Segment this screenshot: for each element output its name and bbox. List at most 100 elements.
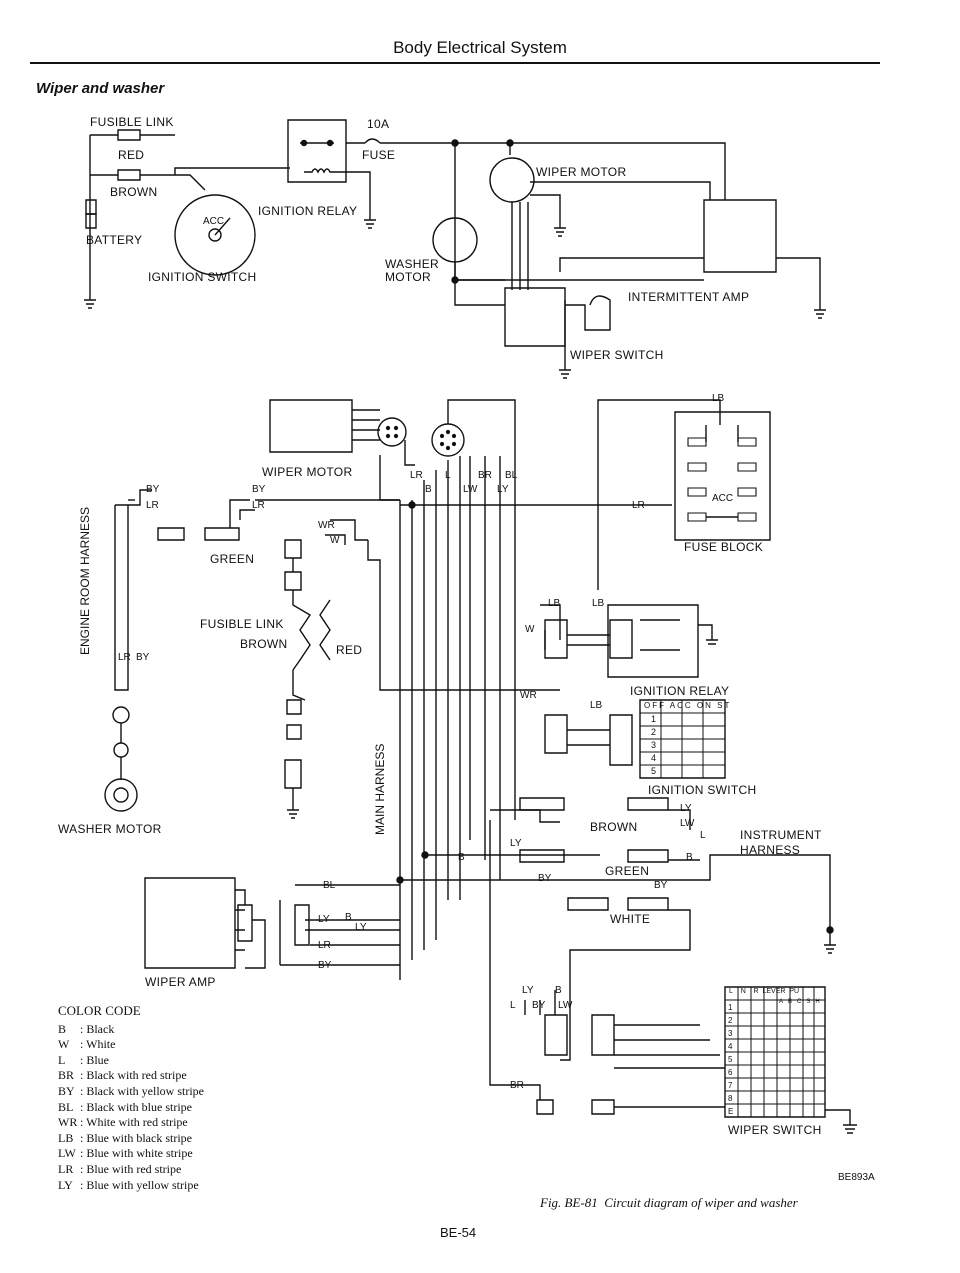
green-connector-b — [628, 850, 668, 862]
fusible-link-red-coil — [320, 600, 330, 660]
relay-plug-b — [610, 620, 632, 658]
ignition-relay-box-top — [288, 120, 346, 182]
wiper-switch-plug-a — [545, 1015, 567, 1055]
color-code: LR — [58, 1161, 74, 1176]
harness-fusible-link-label: FUSIBLE LINK — [200, 617, 284, 631]
fusible-link-label: FUSIBLE LINK — [90, 115, 174, 129]
fusible-link-red-symbol — [118, 130, 140, 140]
wire-tag: W — [525, 624, 535, 635]
color-code-row: LB: Blue with black stripe — [58, 1130, 192, 1145]
color-code: L — [58, 1052, 66, 1067]
ws-row: 7 — [728, 1081, 733, 1090]
wiper-switch-sub: ABCSH — [779, 999, 825, 1005]
color-name: Blue with black stripe — [86, 1130, 192, 1145]
wire-tag: L — [445, 470, 451, 481]
ws-sub: C — [797, 999, 807, 1005]
color-name: White with red stripe — [86, 1115, 188, 1130]
wire-tag: LB — [548, 598, 561, 609]
acc-label: ACC — [203, 216, 225, 227]
wiper-amp-harness-connector — [295, 905, 309, 945]
engine-room-harness — [115, 505, 128, 655]
fuse-symbol — [365, 139, 380, 143]
ignition-switch-symbol — [175, 195, 255, 275]
wire-tag: L — [700, 830, 706, 841]
wire-tag: LB — [712, 393, 725, 404]
wire-tag: LW — [680, 818, 695, 829]
harness-acc-label: ACC — [712, 493, 734, 504]
ws-row: 6 — [728, 1068, 733, 1077]
wiper-switch-rows: 1 2 3 4 5 6 7 8 E — [728, 1001, 733, 1118]
wiper-motor-label: WIPER MOTOR — [536, 165, 627, 179]
ws-row: 2 — [728, 1016, 733, 1025]
figure-caption: Fig. BE-81 Circuit diagram of wiper and … — [540, 1195, 798, 1211]
harness-red-label: RED — [336, 643, 363, 657]
ws-row: 5 — [728, 1055, 733, 1064]
fl-connector-1 — [287, 700, 301, 714]
color-code-row: LW: Blue with white stripe — [58, 1146, 193, 1161]
relay-plug-a — [545, 620, 567, 658]
wire-tag: LR — [410, 470, 423, 481]
color-name: Black with blue stripe — [86, 1099, 192, 1114]
wire-tag: LR — [252, 500, 265, 511]
wire-tag: LY — [497, 484, 509, 495]
wr-connector — [285, 540, 301, 558]
intermittent-amp-box — [704, 200, 776, 272]
ign-off: OFF — [644, 701, 666, 710]
wiper-switch-plug-d — [592, 1100, 614, 1114]
wire-tag: LY — [318, 914, 330, 925]
ign-row: 2 — [651, 727, 657, 737]
figure-caption-text: Circuit diagram of wiper and washer — [604, 1195, 798, 1210]
wire-tag: B — [458, 852, 465, 863]
ign-acc: ACC — [669, 701, 693, 710]
wire-tag: BY — [532, 1000, 546, 1011]
harness-fuse-block — [675, 412, 770, 540]
figure-code: BE893A — [838, 1172, 875, 1183]
harness-brown-label: BROWN — [240, 637, 288, 651]
harness-green-label-2: GREEN — [605, 864, 650, 878]
red-label: RED — [118, 148, 145, 162]
color-code-row: LR: Blue with red stripe — [58, 1161, 182, 1176]
wire-tag: BY — [654, 880, 668, 891]
color-code-title: COLOR CODE — [58, 1003, 141, 1018]
wire-tag: BL — [323, 880, 336, 891]
wiper-motor-symbol — [490, 158, 534, 202]
color-code: B — [58, 1021, 67, 1036]
color-code-row: L: Blue — [58, 1052, 110, 1067]
engine-connector-1 — [158, 528, 184, 540]
color-name: White — [86, 1037, 116, 1052]
color-code: LW — [58, 1146, 76, 1161]
green-connector — [520, 850, 564, 862]
ws-sub: SH — [806, 999, 825, 1005]
ws-row: 3 — [728, 1029, 733, 1038]
harness-wiper-motor-connector — [378, 418, 406, 446]
color-code: W — [58, 1037, 70, 1052]
ign-switch-header: OFF ACC ON ST — [644, 701, 731, 710]
switch-plug-b — [610, 715, 632, 765]
fusible-link-brown-symbol — [118, 170, 140, 180]
color-code: LB — [58, 1130, 74, 1145]
ign-switch-rows: 1 2 3 4 5 — [651, 713, 656, 778]
wire-tag: BY — [318, 960, 332, 971]
color-name: Black with yellow stripe — [86, 1083, 204, 1098]
color-code-row: W: White — [58, 1037, 116, 1052]
wire-tag: WR — [520, 690, 537, 701]
brown-connector-b — [628, 798, 668, 810]
color-code: LY — [58, 1177, 73, 1192]
wire-tag: LY — [680, 803, 692, 814]
ws-row: 1 — [728, 1003, 733, 1012]
washer-connector-a — [113, 707, 129, 723]
wiper-switch-ground — [559, 300, 571, 378]
wire-tag: LR — [118, 652, 131, 663]
washer-motor-label: WASHER MOTOR — [385, 257, 440, 284]
color-code-legend: COLOR CODE B: Black W: White L: Blue BR:… — [58, 1003, 204, 1193]
wire-tag: LY — [510, 838, 522, 849]
ws-sub: A — [779, 999, 789, 1005]
harness-washer-motor-label: WASHER MOTOR — [58, 822, 162, 836]
ws-sub: B — [788, 999, 798, 1005]
wire-tag: BY — [146, 484, 160, 495]
section-title: Wiper and washer — [36, 80, 165, 97]
main-harness-trunk — [400, 460, 448, 980]
engine-connector-2 — [205, 528, 239, 540]
harness-wiper-amp-label: WIPER AMP — [145, 975, 216, 989]
